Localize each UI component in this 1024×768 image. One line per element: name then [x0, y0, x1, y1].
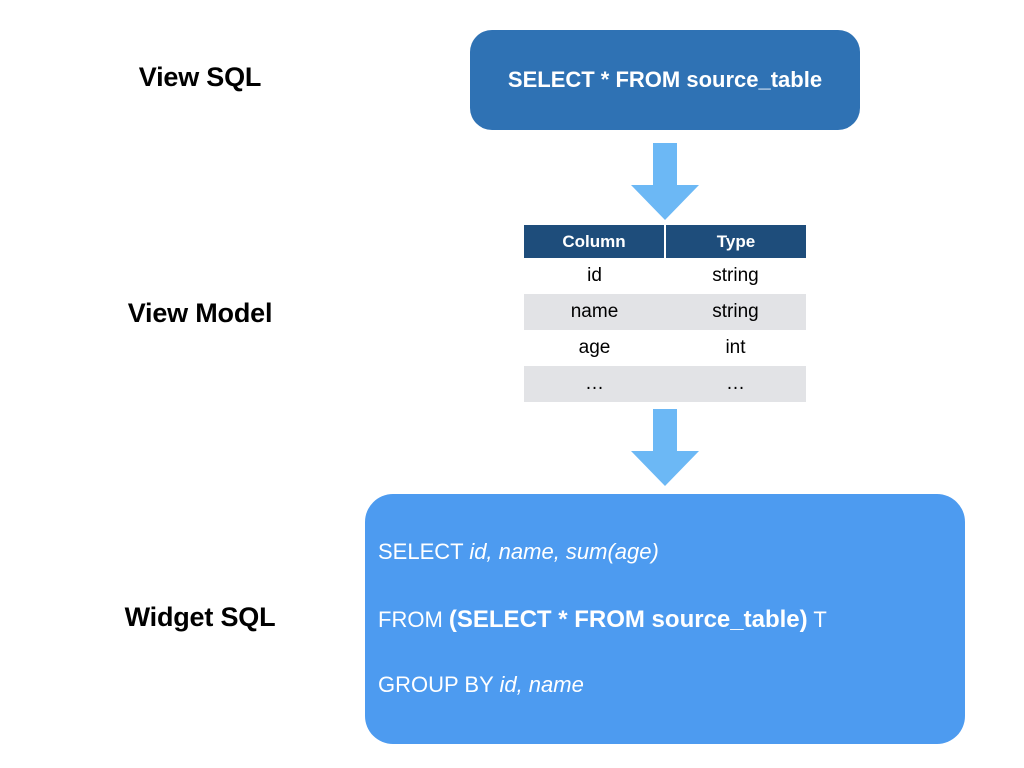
sql-keyword-select: SELECT: [378, 539, 470, 564]
table-cell-column: id: [524, 258, 665, 294]
table-cell-type: int: [665, 330, 806, 366]
view-sql-query-text: SELECT * FROM source_table: [507, 67, 823, 92]
widget-sql-box: SELECT id, name, sum(age) FROM (SELECT *…: [365, 494, 965, 744]
sql-identifiers-select: id, name, sum(age): [469, 539, 659, 564]
table-body: id string name string age int … …: [524, 258, 806, 402]
sql-keyword-group-by: GROUP BY: [378, 672, 500, 697]
widget-sql-line-group-by: GROUP BY id, name: [378, 674, 584, 696]
arrow-down-icon: [631, 409, 699, 486]
sql-identifiers-group-by: id, name: [499, 672, 584, 697]
stage-label-view-sql: View SQL: [138, 62, 262, 92]
table-row: … …: [524, 366, 806, 402]
stage-label-view-model: View Model: [127, 298, 273, 328]
table-header-row: Column Type: [524, 225, 806, 258]
sql-keyword-from: FROM: [378, 607, 449, 632]
table-header: Column Type: [524, 225, 806, 258]
view-model-table: Column Type id string name string age in…: [524, 225, 806, 402]
table-header-column: Column: [524, 225, 665, 258]
view-sql-box: SELECT * FROM source_table: [470, 30, 860, 130]
sql-table-alias: T: [807, 607, 827, 632]
table-cell-column: name: [524, 294, 665, 330]
table-cell-type: …: [665, 366, 806, 402]
table-header-type: Type: [664, 225, 806, 258]
widget-sql-line-from: FROM (SELECT * FROM source_table) T: [378, 608, 827, 632]
table-row: id string: [524, 258, 806, 294]
table-cell-column: …: [524, 366, 665, 402]
arrow-down-icon: [631, 143, 699, 220]
table-cell-type: string: [665, 294, 806, 330]
widget-sql-line-select: SELECT id, name, sum(age): [378, 541, 659, 563]
sql-nested-view-query: (SELECT * FROM source_table): [448, 606, 808, 633]
table-row: name string: [524, 294, 806, 330]
table-cell-type: string: [665, 258, 806, 294]
table-cell-column: age: [524, 330, 665, 366]
stage-label-widget-sql: Widget SQL: [124, 602, 276, 632]
table-row: age int: [524, 330, 806, 366]
